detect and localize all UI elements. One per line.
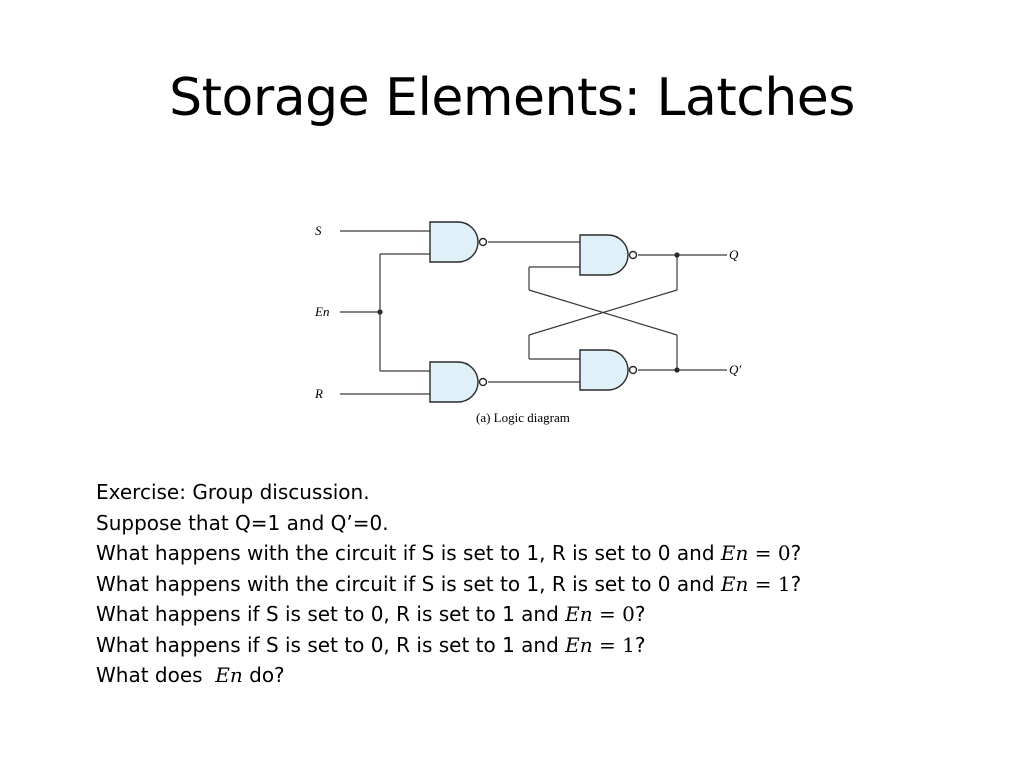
exercise-question-3: What happens if S is set to 0, R is set … <box>96 602 646 626</box>
latch-circuit: S En R Q Q′ (a) Logic diagram <box>314 221 741 425</box>
exercise-line: Exercise: Group discussion. <box>96 480 370 504</box>
math-expression: En = 0 <box>565 602 635 626</box>
nand-gate-4 <box>579 349 629 391</box>
label-q: Q <box>729 247 739 262</box>
exercise-text: Exercise: Group discussion. Suppose that… <box>96 477 956 691</box>
diagram-caption: (a) Logic diagram <box>476 410 570 425</box>
nand-gates <box>429 221 638 403</box>
label-en: En <box>314 304 329 319</box>
exercise-question-4: What happens if S is set to 0, R is set … <box>96 632 646 657</box>
label-q-prime: Q′ <box>729 362 741 377</box>
junction-en <box>377 309 383 315</box>
slide-title: Storage Elements: Latches <box>169 68 855 128</box>
nand-gate-4-bubble <box>628 365 638 375</box>
exercise-line: Suppose that Q=1 and Q’=0. <box>96 510 389 535</box>
label-s: S <box>315 223 322 238</box>
nand-gate-2 <box>429 361 479 403</box>
exercise-question-1: What happens with the circuit if S is se… <box>96 541 802 565</box>
math-expression: En = 1 <box>565 632 635 657</box>
exercise-question-2: What happens with the circuit if S is se… <box>96 571 802 596</box>
junction-q <box>674 252 680 258</box>
nand-gate-1-bubble <box>478 237 488 247</box>
junctions <box>377 252 680 373</box>
logic-diagram: S En R Q Q′ (a) Logic diagram <box>305 205 765 435</box>
nand-gate-1 <box>429 221 479 263</box>
exercise-question-5: What does En do? <box>96 663 285 687</box>
wire-cross-2 <box>528 289 678 336</box>
nand-gate-2-bubble <box>478 377 488 387</box>
math-expression: En <box>215 663 243 687</box>
wires <box>340 230 727 395</box>
junction-q-prime <box>674 367 680 373</box>
nand-gate-3 <box>579 234 629 276</box>
label-r: R <box>314 386 323 401</box>
nand-gate-3-bubble <box>628 250 638 260</box>
math-expression: En = 0 <box>720 541 791 565</box>
math-expression: En = 1 <box>720 571 791 596</box>
